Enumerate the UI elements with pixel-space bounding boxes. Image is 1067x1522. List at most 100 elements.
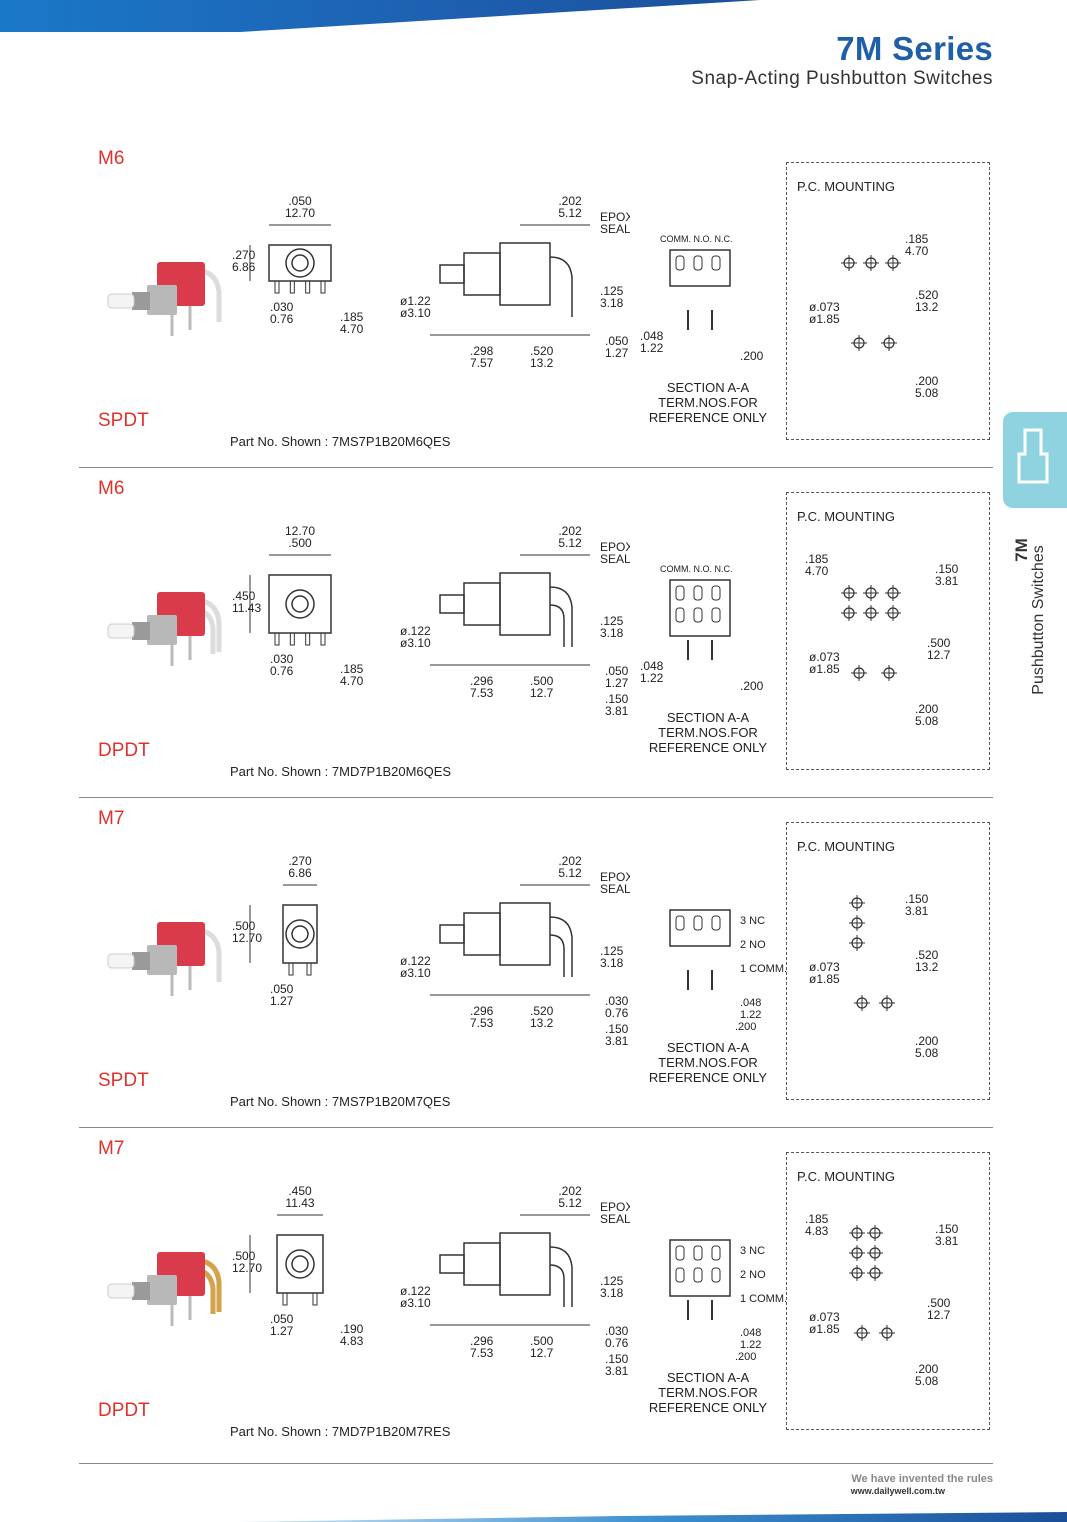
pc-dim-label: 5.08 [915, 1046, 939, 1060]
section-label: 1 COMM. [740, 963, 787, 975]
pc-dim-label: ø1.85 [809, 1322, 840, 1336]
section-label: .048 [740, 997, 761, 1009]
pc-dim-label: 5.08 [915, 386, 939, 400]
side-dim-label: 5.12 [558, 1196, 582, 1210]
side-dim-label: .202 [558, 525, 582, 538]
front-dim-label: 1.27 [270, 994, 294, 1008]
front-dim-label: 1.27 [270, 1324, 294, 1338]
pc-mounting-title: P.C. MOUNTING [797, 509, 895, 524]
side-dim-label: 0.76 [605, 1336, 629, 1350]
side-dim-label: 12.7 [530, 686, 554, 700]
side-dim-label: 3.18 [600, 626, 624, 640]
side-dim-label: .050 [605, 664, 629, 678]
pc-dim-label: 4.70 [805, 564, 829, 578]
section-dim-label: .048 [640, 329, 664, 343]
pc-dim-label: .520 [915, 288, 939, 302]
front-dim-label: 4.70 [340, 674, 364, 688]
side-dim-label: .030 [605, 1324, 629, 1338]
pole-label: SPDT [98, 1070, 149, 1091]
side-dim-label: 7.53 [470, 1016, 494, 1030]
side-dim-label: 5.12 [558, 206, 582, 220]
section-dim-label: .200 [740, 679, 764, 693]
side-dim-label: .202 [558, 1185, 582, 1198]
side-dim-label: EPOXY [600, 210, 630, 224]
pc-dim-label: 5.08 [915, 714, 939, 728]
section-dim-label: 1.22 [640, 671, 664, 685]
pc-dim-label: 13.2 [915, 300, 939, 314]
part-number: Part No. Shown : 7MD7P1B20M7RES [230, 1424, 451, 1439]
pc-mounting-drawing: .1854.83.1503.81.50012.7ø.073ø1.85.2005.… [805, 1212, 959, 1388]
side-dim-label: EPOXY [600, 540, 630, 554]
front-dim-label: .050 [270, 982, 294, 996]
front-dim-label: 12.70 [285, 206, 315, 220]
side-dim-label: 12.7 [530, 1346, 554, 1360]
pc-dim-label: .200 [915, 1362, 939, 1376]
front-dim-label: 0.76 [270, 664, 294, 678]
pole-label: SPDT [98, 410, 149, 431]
model-label: M6 [98, 148, 125, 169]
terminal-header: COMM. N.O. N.C. [660, 234, 733, 244]
section-note-line: TERM.NOS.FOR [658, 725, 758, 740]
section-note-line: REFERENCE ONLY [648, 740, 768, 755]
pc-dim-label: .200 [915, 702, 939, 716]
side-dim-label: ø1.22 [400, 294, 431, 308]
side-dim-label: .520 [530, 344, 554, 358]
front-dim-label: 4.70 [340, 322, 364, 336]
pc-dim-label: 12.7 [927, 648, 951, 662]
section-note-line: SECTION A-A [666, 1040, 750, 1055]
side-dim-label: .125 [600, 614, 624, 628]
section-divider [79, 467, 993, 468]
side-dim-label: ø3.10 [400, 966, 431, 980]
side-dim-label: .296 [470, 1004, 494, 1018]
side-dim-label: 3.81 [605, 1034, 629, 1048]
front-dim-label: .450 [288, 1185, 312, 1198]
pc-dim-label: ø.073 [809, 1310, 840, 1324]
side-label: 7M Pushbutton Switches [1013, 538, 1047, 695]
side-dim-label: .202 [558, 855, 582, 868]
front-dim-label: 12.70 [285, 525, 315, 538]
side-dim-label: EPOXY [600, 1200, 630, 1214]
section-dim-label: 1.22 [640, 341, 664, 355]
side-dim-label: 3.81 [605, 704, 629, 718]
section-label: .200 [735, 1351, 756, 1360]
side-dim-label: EPOXY [600, 870, 630, 884]
side-dim-label: .202 [558, 195, 582, 208]
pc-dim-label: .185 [805, 552, 829, 566]
side-dim-label: .500 [530, 1334, 554, 1348]
switch-photo [107, 1252, 222, 1326]
pc-dim-label: ø.073 [809, 960, 840, 974]
front-dim-label: .270 [288, 855, 312, 868]
side-dim-label: ø3.10 [400, 636, 431, 650]
section-label: .200 [735, 1021, 756, 1030]
pushbutton-icon [1017, 428, 1049, 484]
side-dim-label: 5.12 [558, 536, 582, 550]
front-dim-label: .050 [270, 1312, 294, 1326]
front-dim-label: .190 [340, 1322, 364, 1336]
section-divider [79, 1463, 993, 1464]
page-title: 7M Series [836, 30, 993, 67]
header-banner [0, 0, 760, 32]
footer-tagline: We have invented the rules [851, 1473, 993, 1485]
front-dim-label: 12.70 [232, 1261, 262, 1275]
side-view-drawing: .2025.12EPOXYSEALø.122ø3.10.1253.18.2967… [400, 525, 630, 718]
pc-dim-label: 3.81 [935, 574, 959, 588]
side-dim-label: 5.12 [558, 866, 582, 880]
pc-mounting-title: P.C. MOUNTING [797, 839, 895, 854]
side-dim-label: .296 [470, 674, 494, 688]
pc-dim-label: ø.073 [809, 650, 840, 664]
side-dim-label: 1.27 [605, 676, 629, 690]
side-dim-label: 3.18 [600, 296, 624, 310]
side-dim-label: .520 [530, 1004, 554, 1018]
side-view-drawing: .2025.12EPOXYSEALø1.22ø3.10.1253.18.2987… [400, 195, 630, 370]
